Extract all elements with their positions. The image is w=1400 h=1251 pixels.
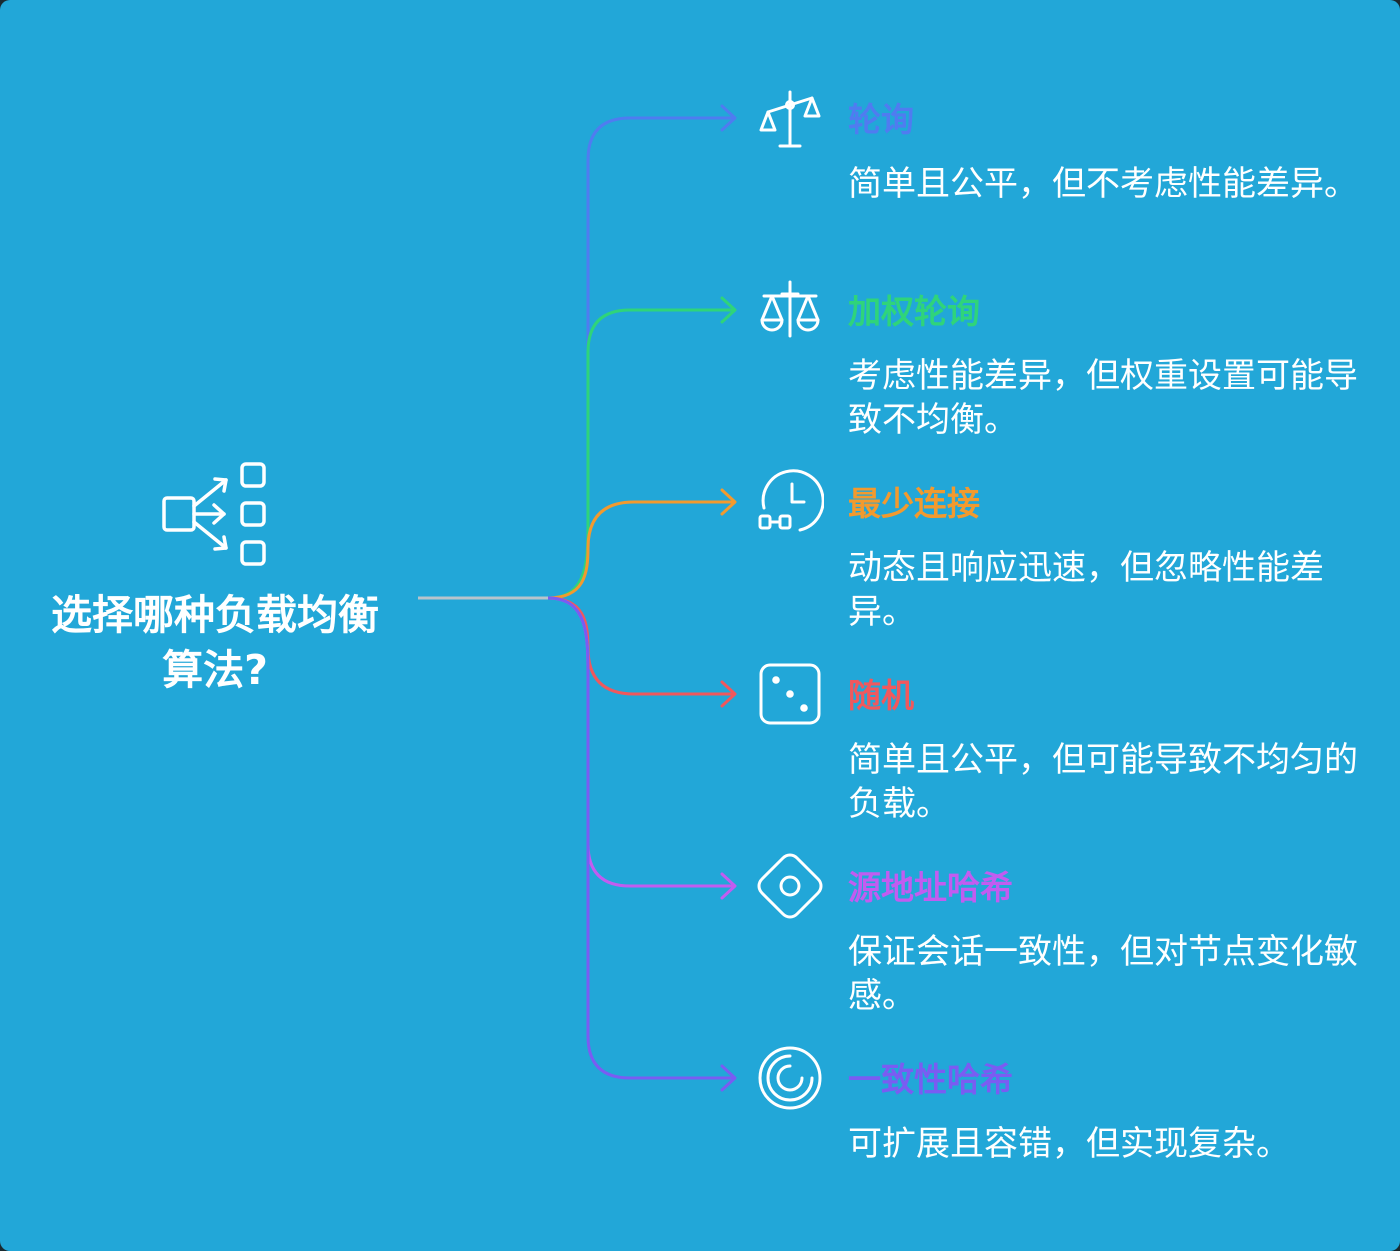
weighted-scale-icon <box>760 280 820 338</box>
arrowhead-5 <box>720 872 737 900</box>
branch-description-round-robin: 简单且公平，但不考虑性能差异。 <box>848 164 1358 204</box>
branch-description-source-ip-hash: 保证会话一致性，但对节点变化敏感。 <box>848 932 1358 1016</box>
root-title-line-2: 算法? <box>162 646 268 694</box>
arrowhead-3 <box>720 488 737 516</box>
branch-description-consistent-hash: 可扩展且容错，但实现复杂。 <box>848 1124 1290 1164</box>
arrowhead-4 <box>720 680 737 708</box>
branch-title-source-ip-hash: 源地址哈希 <box>848 868 1013 907</box>
connector-4 <box>547 596 734 696</box>
branch-description-weighted-round-robin: 考虑性能差异，但权重设置可能导致不均衡。 <box>848 356 1358 440</box>
connector-5 <box>547 596 734 888</box>
branch-title-consistent-hash: 一致性哈希 <box>848 1060 1013 1099</box>
arrowhead-1 <box>720 104 737 132</box>
branch-title-least-connections: 最少连接 <box>848 484 980 523</box>
dice-icon <box>759 663 821 725</box>
distribution-icon <box>162 462 266 566</box>
root-title: 选择哪种负载均衡算法? <box>20 588 410 698</box>
connector-1 <box>547 116 734 600</box>
connector-6 <box>547 596 734 1080</box>
branch-title-random: 随机 <box>848 676 914 715</box>
branch-description-least-connections: 动态且响应迅速，但忽略性能差异。 <box>848 548 1324 632</box>
connector-3 <box>547 500 734 600</box>
arrowhead-6 <box>720 1064 737 1092</box>
arrowhead-2 <box>720 296 737 324</box>
branch-description-random: 简单且公平，但可能导致不均匀的负载。 <box>848 740 1358 824</box>
root-title-line-1: 选择哪种负载均衡 <box>51 591 379 639</box>
clock-connection-icon <box>758 469 824 532</box>
connector-2 <box>547 308 734 600</box>
balance-scale-icon <box>759 90 821 148</box>
hash-diamond-icon <box>757 853 823 919</box>
branch-title-round-robin: 轮询 <box>848 100 914 139</box>
consistent-ring-icon <box>758 1046 822 1110</box>
branch-title-weighted-round-robin: 加权轮询 <box>848 292 980 331</box>
